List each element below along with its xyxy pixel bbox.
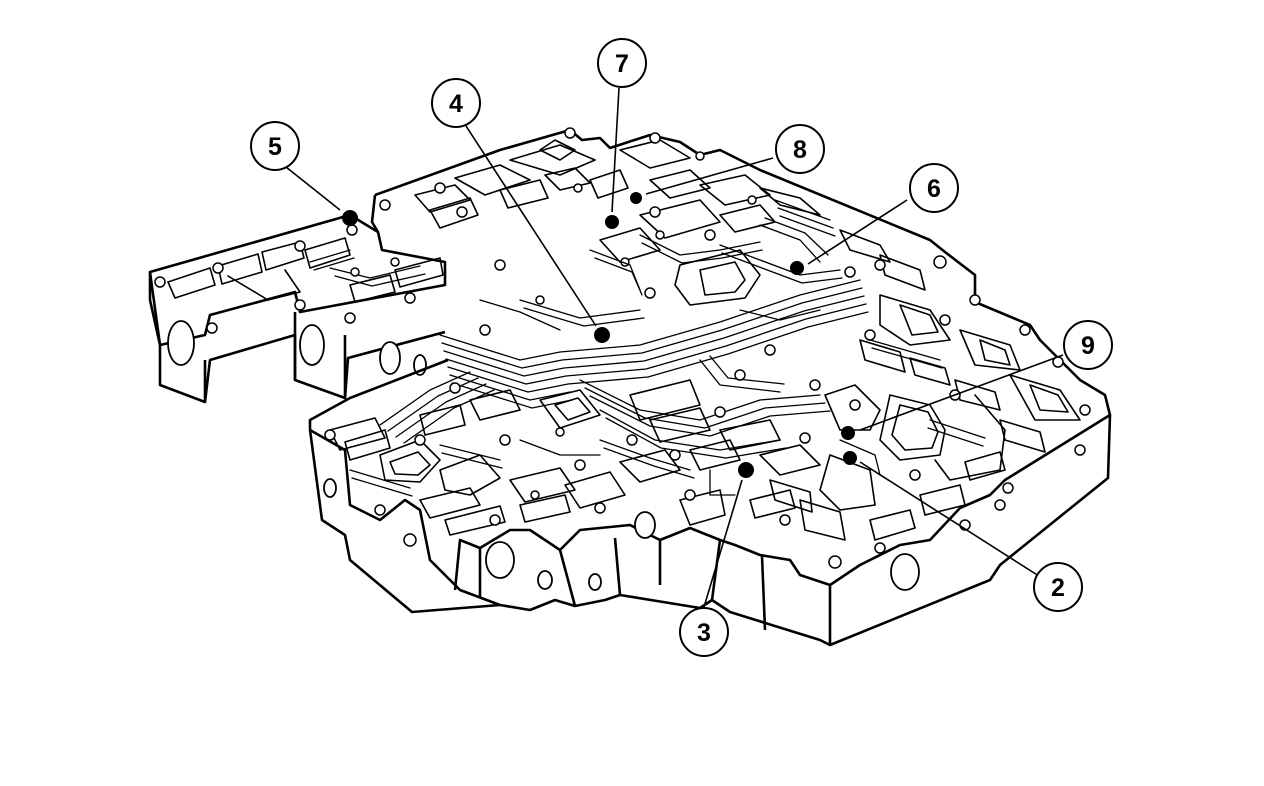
leader-9 <box>859 354 1064 431</box>
leader-5 <box>285 166 341 211</box>
callout-9-label: 9 <box>1081 332 1095 360</box>
callout-3-circle <box>679 607 729 657</box>
callout-7-label: 7 <box>615 50 629 78</box>
callout-8-label: 8 <box>793 136 807 164</box>
left-block <box>148 213 447 404</box>
check-ball-8 <box>630 192 642 204</box>
callout-4: 4 <box>431 78 481 128</box>
leader-4 <box>465 125 597 327</box>
check-ball-4 <box>594 327 610 343</box>
callout-8-circle <box>775 124 825 174</box>
callout-5: 5 <box>250 121 300 171</box>
callout-9-circle <box>1063 320 1113 370</box>
right-region <box>769 294 1091 569</box>
main-body-outline <box>308 128 1112 647</box>
check-ball-2 <box>843 451 857 465</box>
callout-8: 8 <box>775 124 825 174</box>
leader-3 <box>703 479 743 608</box>
callout-6: 6 <box>909 163 959 213</box>
leader-lines <box>285 87 1064 608</box>
callout-6-label: 6 <box>927 175 941 203</box>
callouts: 5 4 7 8 6 9 2 3 <box>250 38 1113 657</box>
check-balls <box>342 192 857 478</box>
leader-8 <box>645 157 774 195</box>
leader-7 <box>611 87 620 213</box>
lower-left-region <box>324 329 876 547</box>
callout-4-circle <box>431 78 481 128</box>
callout-6-circle <box>909 163 959 213</box>
check-ball-9 <box>841 426 855 440</box>
callout-7: 7 <box>597 38 647 88</box>
callout-2: 2 <box>1033 562 1083 612</box>
leader-6 <box>807 199 908 265</box>
callout-7-circle <box>597 38 647 88</box>
callout-2-label: 2 <box>1051 574 1065 602</box>
leader-2 <box>859 461 1043 579</box>
check-ball-6 <box>790 261 804 275</box>
check-ball-3 <box>738 462 754 478</box>
check-ball-7 <box>605 215 619 229</box>
valve-body-illustration <box>148 127 1112 647</box>
callout-9: 9 <box>1063 320 1113 370</box>
callout-5-circle <box>250 121 300 171</box>
callout-4-label: 4 <box>449 90 463 118</box>
callout-2-circle <box>1033 562 1083 612</box>
callout-3-label: 3 <box>697 619 711 647</box>
check-ball-5 <box>342 210 358 226</box>
callout-5-label: 5 <box>268 133 282 161</box>
central-channels <box>379 217 869 459</box>
callout-3: 3 <box>679 607 729 657</box>
